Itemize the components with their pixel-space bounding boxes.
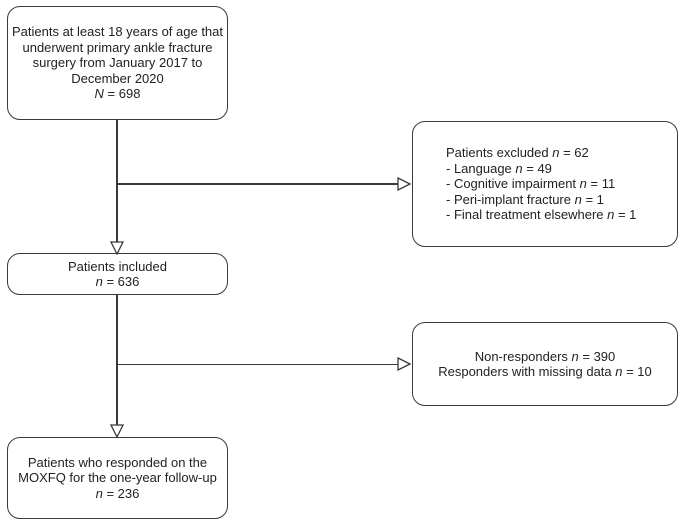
text-line: - Cognitive impairment n = 11 (446, 176, 671, 191)
text-pre: MOXFQ for the one-year follow-up (18, 470, 217, 486)
box-followup-responders: Patients who responded on the MOXFQ for … (7, 437, 228, 519)
connector-eligible-to-included (116, 120, 118, 242)
text-pre: underwent primary ankle fracture (22, 39, 213, 55)
text-post: = 1 (581, 191, 604, 207)
text-line: MOXFQ for the one-year follow-up (10, 470, 225, 485)
n-symbol: n (579, 176, 587, 192)
box-eligible-patients: Patients at least 18 years of age that u… (7, 6, 228, 120)
text-line: n = 636 (10, 274, 225, 289)
box-included-patients: Patients included n = 636 (7, 253, 228, 295)
text-line: Patients included (10, 259, 225, 274)
text-line: n = 236 (10, 486, 225, 501)
box-non-responders: Non-responders n = 390 Responders with m… (412, 322, 678, 406)
connector-included-to-nonresponders (117, 363, 398, 365)
arrowhead-down-icon (110, 424, 124, 438)
arrowhead-down-icon (110, 241, 124, 255)
text-post: = 636 (102, 274, 140, 289)
n-symbol: n (571, 348, 579, 364)
text-pre: - Language (446, 160, 516, 176)
text-pre: December 2020 (71, 70, 164, 86)
text-pre: Patients at least 18 years of age that (11, 24, 224, 40)
text-pre: Patients excluded (446, 145, 553, 161)
text-post: = 49 (522, 160, 552, 176)
arrowhead-right-icon (397, 177, 411, 191)
text-line: - Language n = 49 (446, 161, 671, 176)
text-line: Patients excluded n = 62 (446, 145, 671, 160)
text-line: surgery from January 2017 to (10, 55, 225, 70)
text-post: = 698 (103, 86, 141, 102)
text-pre: - Peri-implant fracture (446, 191, 575, 207)
n-symbol: n (95, 485, 103, 501)
text-post: = 1 (614, 207, 637, 223)
text-line: Patients at least 18 years of age that (10, 24, 225, 39)
text-line: underwent primary ankle fracture (10, 40, 225, 55)
text-post: = 62 (559, 145, 589, 161)
text-pre: - Final treatment elsewhere (446, 207, 608, 223)
text-pre: - Cognitive impairment (446, 176, 580, 192)
n-symbol: n (95, 274, 103, 289)
text-post: = 10 (622, 364, 652, 379)
n-symbol: n (607, 207, 615, 223)
n-symbol: n (515, 160, 523, 176)
text-post: = 11 (586, 176, 616, 192)
connector-included-to-responders (116, 294, 118, 425)
connector-eligible-to-excluded (117, 183, 398, 185)
text-post: = 390 (578, 348, 616, 364)
n-symbol: n (552, 145, 560, 161)
text-post: = 236 (102, 485, 140, 501)
text-line: Responders with missing data n = 10 (415, 364, 675, 379)
box-excluded-patients: Patients excluded n = 62 - Language n = … (412, 121, 678, 247)
n-symbol: n (574, 191, 582, 207)
n-symbol: n (615, 364, 623, 379)
text-pre: Responders with missing data (438, 364, 616, 379)
text-pre: Patients who responded on the (27, 454, 208, 470)
text-pre: Patients included (67, 258, 167, 274)
text-line: - Peri-implant fracture n = 1 (446, 192, 671, 207)
text-line: N = 698 (10, 86, 225, 101)
text-line: - Final treatment elsewhere n = 1 (446, 207, 671, 222)
n-symbol: N (94, 86, 104, 102)
text-pre: Non-responders (474, 348, 572, 364)
arrowhead-right-icon (397, 357, 411, 371)
text-line: December 2020 (10, 71, 225, 86)
text-line: Patients who responded on the (10, 455, 225, 470)
text-pre: surgery from January 2017 to (32, 55, 203, 71)
text-line: Non-responders n = 390 (415, 349, 675, 364)
